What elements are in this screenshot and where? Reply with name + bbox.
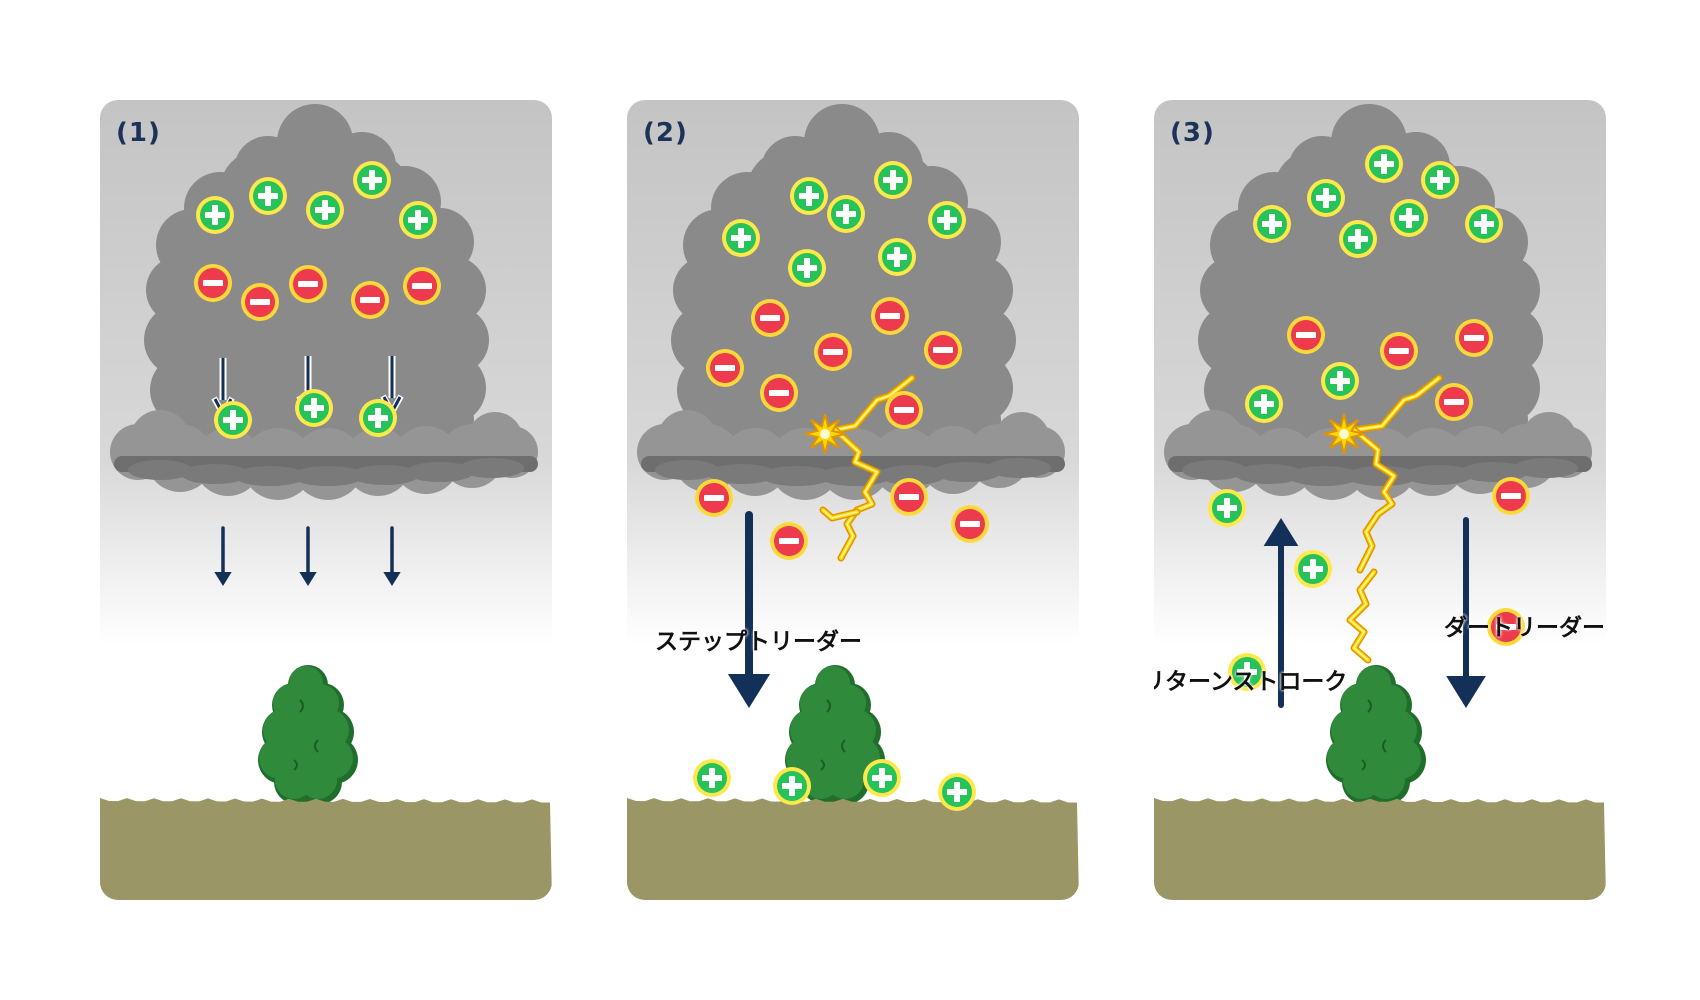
callout-return-stroke: リターンストローク bbox=[1154, 669, 1348, 695]
stepped-leader-arrow bbox=[727, 511, 771, 708]
ground bbox=[1154, 798, 1606, 900]
down-arrow-icon bbox=[383, 526, 401, 586]
charges bbox=[1208, 145, 1530, 691]
down-arrow-icon bbox=[727, 511, 771, 708]
lightning-icon bbox=[831, 426, 881, 562]
negative-charge-icon bbox=[289, 265, 327, 303]
panel-1-scene bbox=[100, 100, 552, 900]
callout-stepped-leader: ステップトリーダー bbox=[655, 629, 862, 655]
negative-charge-icon bbox=[751, 299, 789, 337]
positive-charge-icon bbox=[1465, 205, 1503, 243]
negative-charge-icon bbox=[695, 479, 733, 517]
down-arrow-icon bbox=[299, 526, 317, 586]
positive-charge-icon bbox=[1390, 199, 1428, 237]
positive-charge-icon bbox=[1208, 489, 1246, 527]
negative-charge-icon bbox=[924, 331, 962, 369]
positive-charge-icon bbox=[938, 773, 976, 811]
positive-charge-icon bbox=[1421, 161, 1459, 199]
positive-charge-icon bbox=[1307, 179, 1345, 217]
positive-charge-icon bbox=[306, 191, 344, 229]
stroke-arrows bbox=[1263, 517, 1486, 708]
positive-charge-icon bbox=[295, 389, 333, 427]
lightning-icon bbox=[804, 374, 916, 562]
negative-charge-icon bbox=[814, 333, 852, 371]
positive-charge-icon bbox=[1245, 385, 1283, 423]
panel-label: (1) bbox=[116, 118, 161, 148]
negative-charge-icon bbox=[770, 522, 808, 560]
lightning-icon bbox=[1350, 374, 1443, 434]
panel-label: (3) bbox=[1170, 118, 1215, 148]
positive-charge-icon bbox=[693, 759, 731, 797]
lightning-icon bbox=[819, 506, 861, 522]
up-arrow-icon bbox=[1263, 518, 1299, 708]
positive-charge-icon bbox=[928, 201, 966, 239]
positive-charge-icon bbox=[827, 195, 865, 233]
positive-charge-icon bbox=[1253, 205, 1291, 243]
positive-charge-icon bbox=[1365, 145, 1403, 183]
negative-charge-icon bbox=[1492, 477, 1530, 515]
tree-icon bbox=[785, 665, 885, 830]
positive-charge-icon bbox=[1321, 362, 1359, 400]
lightning-icon bbox=[1323, 374, 1443, 664]
negative-charge-icon bbox=[951, 505, 989, 543]
positive-charge-icon bbox=[722, 219, 760, 257]
positive-charge-icon bbox=[196, 196, 234, 234]
negative-charge-icon bbox=[1287, 316, 1325, 354]
positive-charge-icon bbox=[353, 161, 391, 199]
negative-charge-icon bbox=[1487, 608, 1525, 646]
negative-charge-icon bbox=[760, 374, 798, 412]
panel-2: (2) ステップトリーダー bbox=[627, 100, 1079, 900]
down-arrow-icon bbox=[1446, 517, 1486, 708]
negative-charge-icon bbox=[351, 281, 389, 319]
charges bbox=[695, 161, 989, 560]
tree-icon bbox=[1326, 665, 1426, 830]
positive-charge-icon bbox=[773, 767, 811, 805]
negative-charge-icon bbox=[706, 349, 744, 387]
positive-charge-icon bbox=[1339, 220, 1377, 258]
negative-charge-icon bbox=[1435, 383, 1473, 421]
lightning-icon bbox=[1350, 426, 1398, 574]
negative-charge-icon bbox=[1455, 319, 1493, 357]
negative-charge-icon bbox=[403, 267, 441, 305]
lightning-icon bbox=[831, 374, 916, 434]
positive-charge-icon bbox=[249, 177, 287, 215]
positive-charge-icon bbox=[788, 249, 826, 287]
positive-charge-icon bbox=[863, 759, 901, 797]
charges bbox=[194, 161, 441, 439]
panel-1: (1) bbox=[100, 100, 552, 900]
negative-charge-icon bbox=[194, 264, 232, 302]
positive-charge-icon bbox=[1294, 550, 1332, 588]
panel-2-scene bbox=[627, 100, 1079, 900]
ground bbox=[627, 798, 1079, 900]
ground-charges bbox=[693, 759, 976, 811]
lightning-burst bbox=[1323, 413, 1365, 455]
negative-charge-icon bbox=[890, 478, 928, 516]
positive-charge-icon bbox=[359, 399, 397, 437]
lightning-icon bbox=[1346, 568, 1378, 664]
ground bbox=[100, 798, 552, 900]
positive-charge-icon bbox=[790, 177, 828, 215]
negative-charge-icon bbox=[885, 391, 923, 429]
positive-charge-icon bbox=[1228, 653, 1266, 691]
lightning-burst bbox=[804, 413, 846, 455]
panel-3: (3) リターンストローク ダートリーダー bbox=[1154, 100, 1606, 900]
panel-label: (2) bbox=[643, 118, 688, 148]
positive-charge-icon bbox=[874, 161, 912, 199]
positive-charge-icon bbox=[878, 238, 916, 276]
negative-charge-icon bbox=[241, 283, 279, 321]
positive-charge-icon bbox=[214, 401, 252, 439]
panel-3-scene bbox=[1154, 100, 1606, 900]
positive-charge-icon bbox=[399, 201, 437, 239]
negative-charge-icon bbox=[871, 297, 909, 335]
down-arrow-icon bbox=[214, 526, 232, 586]
callout-dart-leader: ダートリーダー bbox=[1444, 615, 1605, 641]
negative-charge-icon bbox=[1380, 332, 1418, 370]
